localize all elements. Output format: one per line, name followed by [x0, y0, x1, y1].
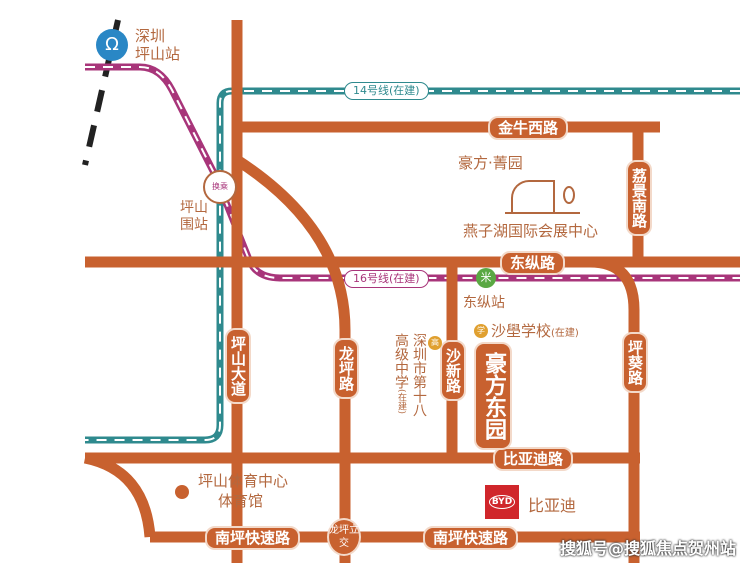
- sports-icon: [175, 485, 189, 499]
- railway-line: [82, 19, 121, 166]
- interchange-icon: 换乘: [203, 170, 237, 204]
- dongzong-station-label: 东纵站: [463, 295, 505, 311]
- project-label: 豪方东园: [474, 342, 512, 450]
- haofang-jingyuan-label: 豪方·菁园: [458, 154, 523, 172]
- interchange-label: 换乘: [212, 182, 228, 191]
- roads: [83, 20, 740, 563]
- metro-line-16-tag: 16号线(在建): [344, 270, 429, 288]
- metro-icon: 米: [476, 268, 496, 288]
- yanzihu-label: 燕子湖国际会展中心: [463, 222, 599, 240]
- gym-label: 体育馆: [218, 492, 264, 510]
- road-label-byd: 比亚迪路: [493, 447, 574, 471]
- road-label-pingshan-ave: 坪山大道: [225, 328, 251, 404]
- pingshan-rail-station-label: 深圳 坪山站: [135, 27, 181, 63]
- metro-line-14-tag: 14号线(在建): [344, 82, 429, 100]
- high-school-label: 深圳市第十八高级中学(在建): [393, 333, 427, 417]
- road-label-nanping-1: 南坪快速路: [205, 526, 301, 550]
- byd-label: 比亚迪: [528, 496, 577, 515]
- exhibition-center-icon: [505, 180, 580, 214]
- road-label-jinniu: 金牛西路: [488, 116, 569, 140]
- road-label-longping: 龙坪路: [333, 338, 359, 399]
- watermark: 搜狐号@搜狐焦点贺州站: [560, 539, 737, 558]
- road-label-nanping-2: 南坪快速路: [423, 526, 519, 550]
- high-school-badge-icon: 高: [428, 336, 442, 350]
- school-badge-icon: 学: [474, 324, 488, 338]
- pingshanwei-station-label: 坪山 围站: [180, 200, 208, 233]
- sports-center-label: 坪山体育中心: [198, 472, 289, 490]
- road-label-shaxin: 沙新路: [440, 340, 466, 401]
- road-label-lijing: 荔景南路: [626, 160, 652, 236]
- rail-station-icon: Ω: [96, 29, 128, 61]
- byd-logo: BYD: [485, 485, 519, 519]
- road-label-pingkui: 坪葵路: [622, 332, 648, 393]
- road-label-longping-interchange: 龙坪立交: [327, 518, 361, 556]
- road-label-dongzong: 东纵路: [500, 251, 566, 275]
- shabei-school-label: 沙壆学校(在建): [491, 322, 579, 340]
